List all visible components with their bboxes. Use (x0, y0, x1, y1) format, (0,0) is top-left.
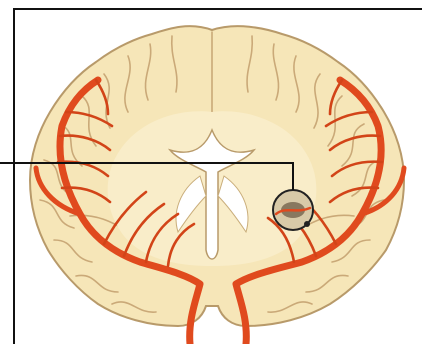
lesion-callout (273, 190, 313, 230)
circle-magnifier-icon (304, 221, 310, 227)
